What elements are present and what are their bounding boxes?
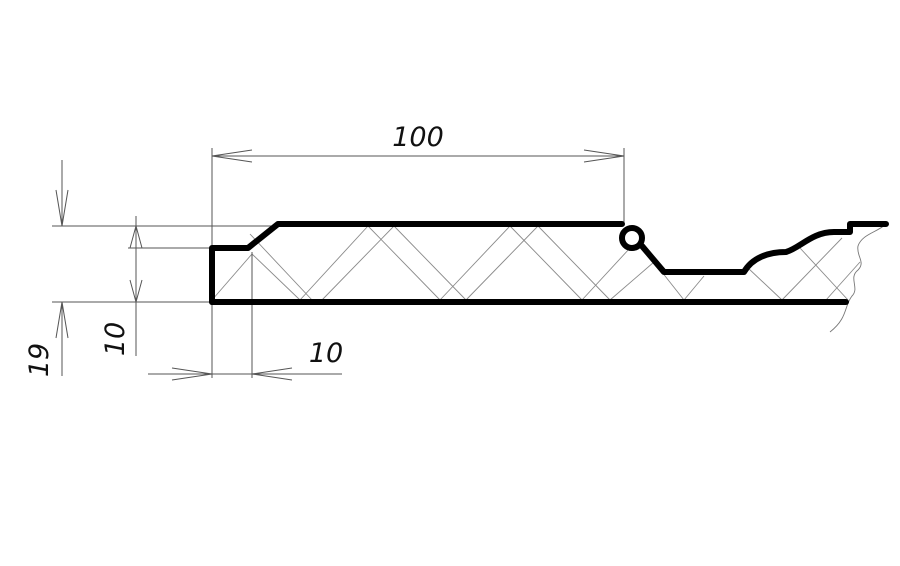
thickness-label: 19 <box>24 343 55 377</box>
dimension-groove-depth <box>129 216 143 356</box>
width-label: 100 <box>392 122 444 153</box>
break-line <box>829 223 887 333</box>
dimension-width <box>211 149 625 163</box>
groove-depth-label: 10 <box>100 322 131 356</box>
chamfer-width-label: 10 <box>309 338 343 369</box>
cross-hatching <box>211 225 861 301</box>
bead-ring <box>619 225 645 251</box>
board-profile <box>209 221 889 305</box>
dimension-chamfer-width <box>148 367 342 381</box>
dimension-thickness <box>55 160 69 376</box>
